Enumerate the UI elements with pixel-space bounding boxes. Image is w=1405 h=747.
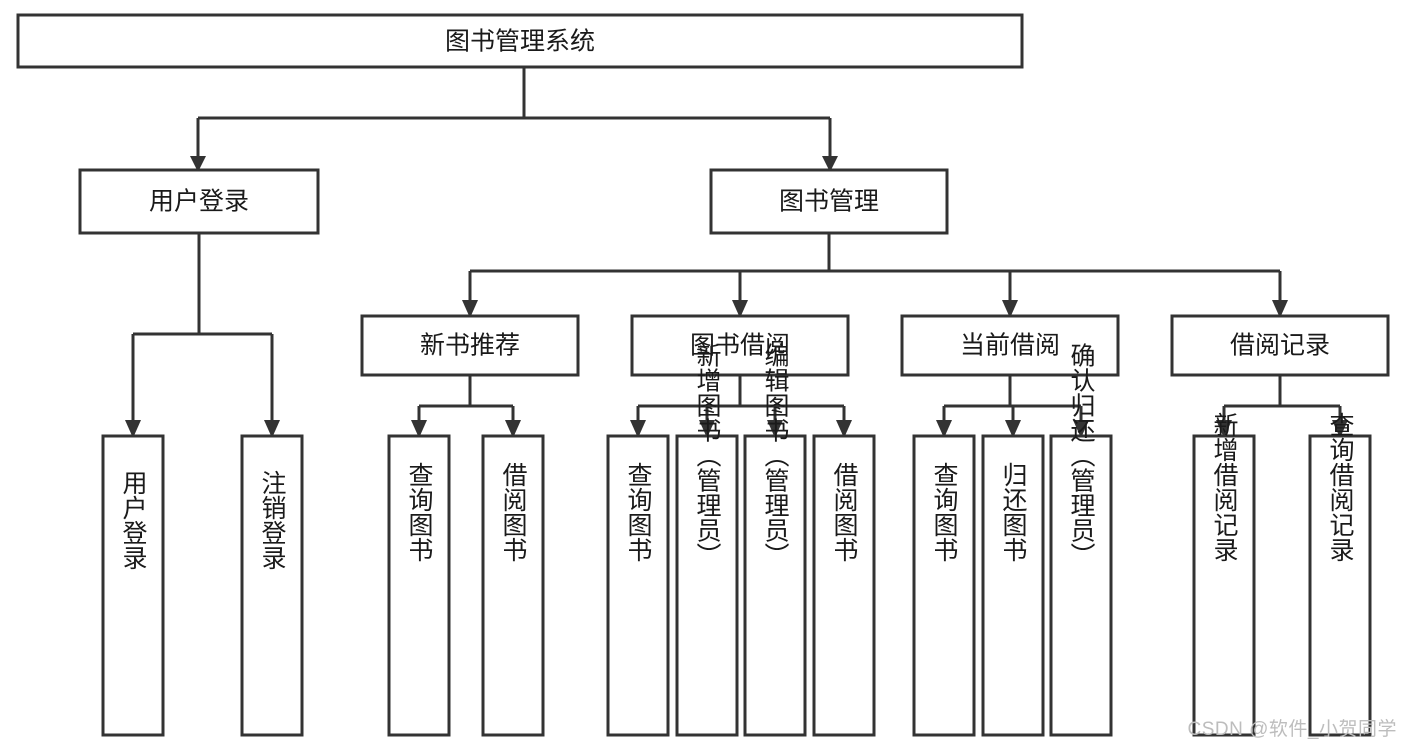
connector-newbook-to-leaves xyxy=(411,375,521,438)
leaf-bb-query-book[interactable]: 查询图书 xyxy=(606,434,670,737)
connector-root-to-level2 xyxy=(190,67,838,172)
leaf-user-login-label: 用户登录 xyxy=(119,470,148,570)
connector-borrowrecord-to-leaves xyxy=(1216,375,1348,438)
leaf-bb-borrow-book[interactable]: 借阅图书 xyxy=(812,434,876,737)
node-book-management-label: 图书管理 xyxy=(779,188,879,216)
node-current-borrow-label: 当前借阅 xyxy=(960,332,1060,360)
arrowhead-br-query xyxy=(1332,420,1348,438)
node-new-book-recommend-box[interactable] xyxy=(360,314,580,377)
arrowhead-bb-query xyxy=(630,420,646,438)
leaf-cb-confirm-return-admin-box[interactable] xyxy=(1049,434,1113,737)
leaf-nb-query-book-label: 查询图书 xyxy=(405,462,434,562)
node-book-borrow[interactable]: 图书借阅 xyxy=(630,314,850,377)
leaf-br-query-record[interactable]: 查询借阅记录 xyxy=(1308,412,1372,737)
node-current-borrow[interactable]: 当前借阅 xyxy=(900,314,1120,377)
leaf-br-add-record-label: 新增借阅记录 xyxy=(1210,412,1239,562)
node-new-book-recommend-label: 新书推荐 xyxy=(420,332,520,360)
leaf-br-add-record[interactable]: 新增借阅记录 xyxy=(1192,412,1256,737)
leaf-user-logout[interactable]: 注销登录 xyxy=(240,434,304,737)
leaf-cb-confirm-return-admin[interactable]: 确认归还（管理员） xyxy=(1049,343,1113,737)
node-root[interactable]: 图书管理系统 xyxy=(16,13,1024,69)
leaf-user-login-box[interactable] xyxy=(101,434,165,737)
arrowhead-current-borrow xyxy=(1002,300,1018,318)
arrowhead-nb-query xyxy=(411,420,427,438)
node-book-borrow-box[interactable] xyxy=(630,314,850,377)
leaf-user-logout-box[interactable] xyxy=(240,434,304,737)
leaf-nb-borrow-book[interactable]: 借阅图书 xyxy=(481,434,545,737)
node-user-login-box[interactable] xyxy=(78,168,320,235)
leaf-cb-return-book-label: 归还图书 xyxy=(999,462,1028,562)
leaf-bb-borrow-book-box[interactable] xyxy=(812,434,876,737)
node-borrow-record-box[interactable] xyxy=(1170,314,1390,377)
leaf-nb-query-book[interactable]: 查询图书 xyxy=(387,434,451,737)
leaf-cb-query-book-box[interactable] xyxy=(912,434,976,737)
arrowhead-new-book-rec xyxy=(462,300,478,318)
leaf-bb-borrow-book-label: 借阅图书 xyxy=(830,462,859,562)
connector-currentborrow-to-leaves xyxy=(936,375,1089,438)
node-book-management[interactable]: 图书管理 xyxy=(709,168,949,235)
leaf-br-query-record-box[interactable] xyxy=(1308,434,1372,737)
arrowhead-l-user-login xyxy=(125,420,141,438)
leaf-nb-borrow-book-label: 借阅图书 xyxy=(499,462,528,562)
leaf-bb-add-book-admin[interactable]: 新增图书（管理员） xyxy=(675,343,739,737)
connector-layer xyxy=(125,67,1348,438)
leaf-bb-query-book-label: 查询图书 xyxy=(624,462,653,562)
leaf-cb-return-book[interactable]: 归还图书 xyxy=(981,434,1045,737)
node-root-box[interactable] xyxy=(16,13,1024,69)
arrowhead-user-login xyxy=(190,156,206,172)
leaf-cb-confirm-return-admin-label: 确认归还（管理员） xyxy=(1067,343,1096,568)
leaf-nb-borrow-book-box[interactable] xyxy=(481,434,545,737)
leaf-br-add-record-box[interactable] xyxy=(1192,434,1256,737)
arrowhead-bb-add xyxy=(699,420,715,438)
leaf-cb-query-book[interactable]: 查询图书 xyxy=(912,434,976,737)
leaf-nb-query-book-box[interactable] xyxy=(387,434,451,737)
arrowhead-book-mgmt xyxy=(822,156,838,172)
arrowhead-br-add xyxy=(1216,420,1232,438)
node-user-login[interactable]: 用户登录 xyxy=(78,168,320,235)
leaf-bb-query-book-box[interactable] xyxy=(606,434,670,737)
arrowhead-bb-edit xyxy=(767,420,783,438)
arrowhead-cb-query xyxy=(936,420,952,438)
connector-userlogin-to-leaves xyxy=(125,233,280,438)
arrowhead-bb-borrow xyxy=(836,420,852,438)
node-book-borrow-label: 图书借阅 xyxy=(690,332,790,360)
leaf-bb-edit-book-admin-box[interactable] xyxy=(743,434,807,737)
leaf-bb-edit-book-admin-label: 编辑图书（管理员） xyxy=(761,343,790,568)
node-root-label: 图书管理系统 xyxy=(445,28,595,56)
connector-bookborrow-to-leaves xyxy=(630,375,852,438)
arrowhead-book-borrow xyxy=(732,300,748,318)
node-borrow-record[interactable]: 借阅记录 xyxy=(1170,314,1390,377)
leaf-bb-add-book-admin-label: 新增图书（管理员） xyxy=(693,343,722,568)
arrowhead-cb-return xyxy=(1005,420,1021,438)
leaf-bb-edit-book-admin[interactable]: 编辑图书（管理员） xyxy=(743,343,807,737)
node-new-book-recommend[interactable]: 新书推荐 xyxy=(360,314,580,377)
arrowhead-nb-borrow xyxy=(505,420,521,438)
arrowhead-l-user-logout xyxy=(264,420,280,438)
leaf-bb-add-book-admin-box[interactable] xyxy=(675,434,739,737)
leaf-cb-query-book-label: 查询图书 xyxy=(930,462,959,562)
arrowhead-borrow-record xyxy=(1272,300,1288,318)
leaf-user-logout-label: 注销登录 xyxy=(258,470,287,570)
arrowhead-cb-confirm xyxy=(1073,420,1089,438)
node-borrow-record-label: 借阅记录 xyxy=(1230,332,1330,360)
node-current-borrow-box[interactable] xyxy=(900,314,1120,377)
leaf-cb-return-book-box[interactable] xyxy=(981,434,1045,737)
leaf-user-login[interactable]: 用户登录 xyxy=(101,434,165,737)
node-user-login-label: 用户登录 xyxy=(149,188,249,216)
leaf-br-query-record-label: 查询借阅记录 xyxy=(1326,412,1355,562)
connector-bookmgmt-to-level3 xyxy=(462,233,1288,318)
node-book-management-box[interactable] xyxy=(709,168,949,235)
